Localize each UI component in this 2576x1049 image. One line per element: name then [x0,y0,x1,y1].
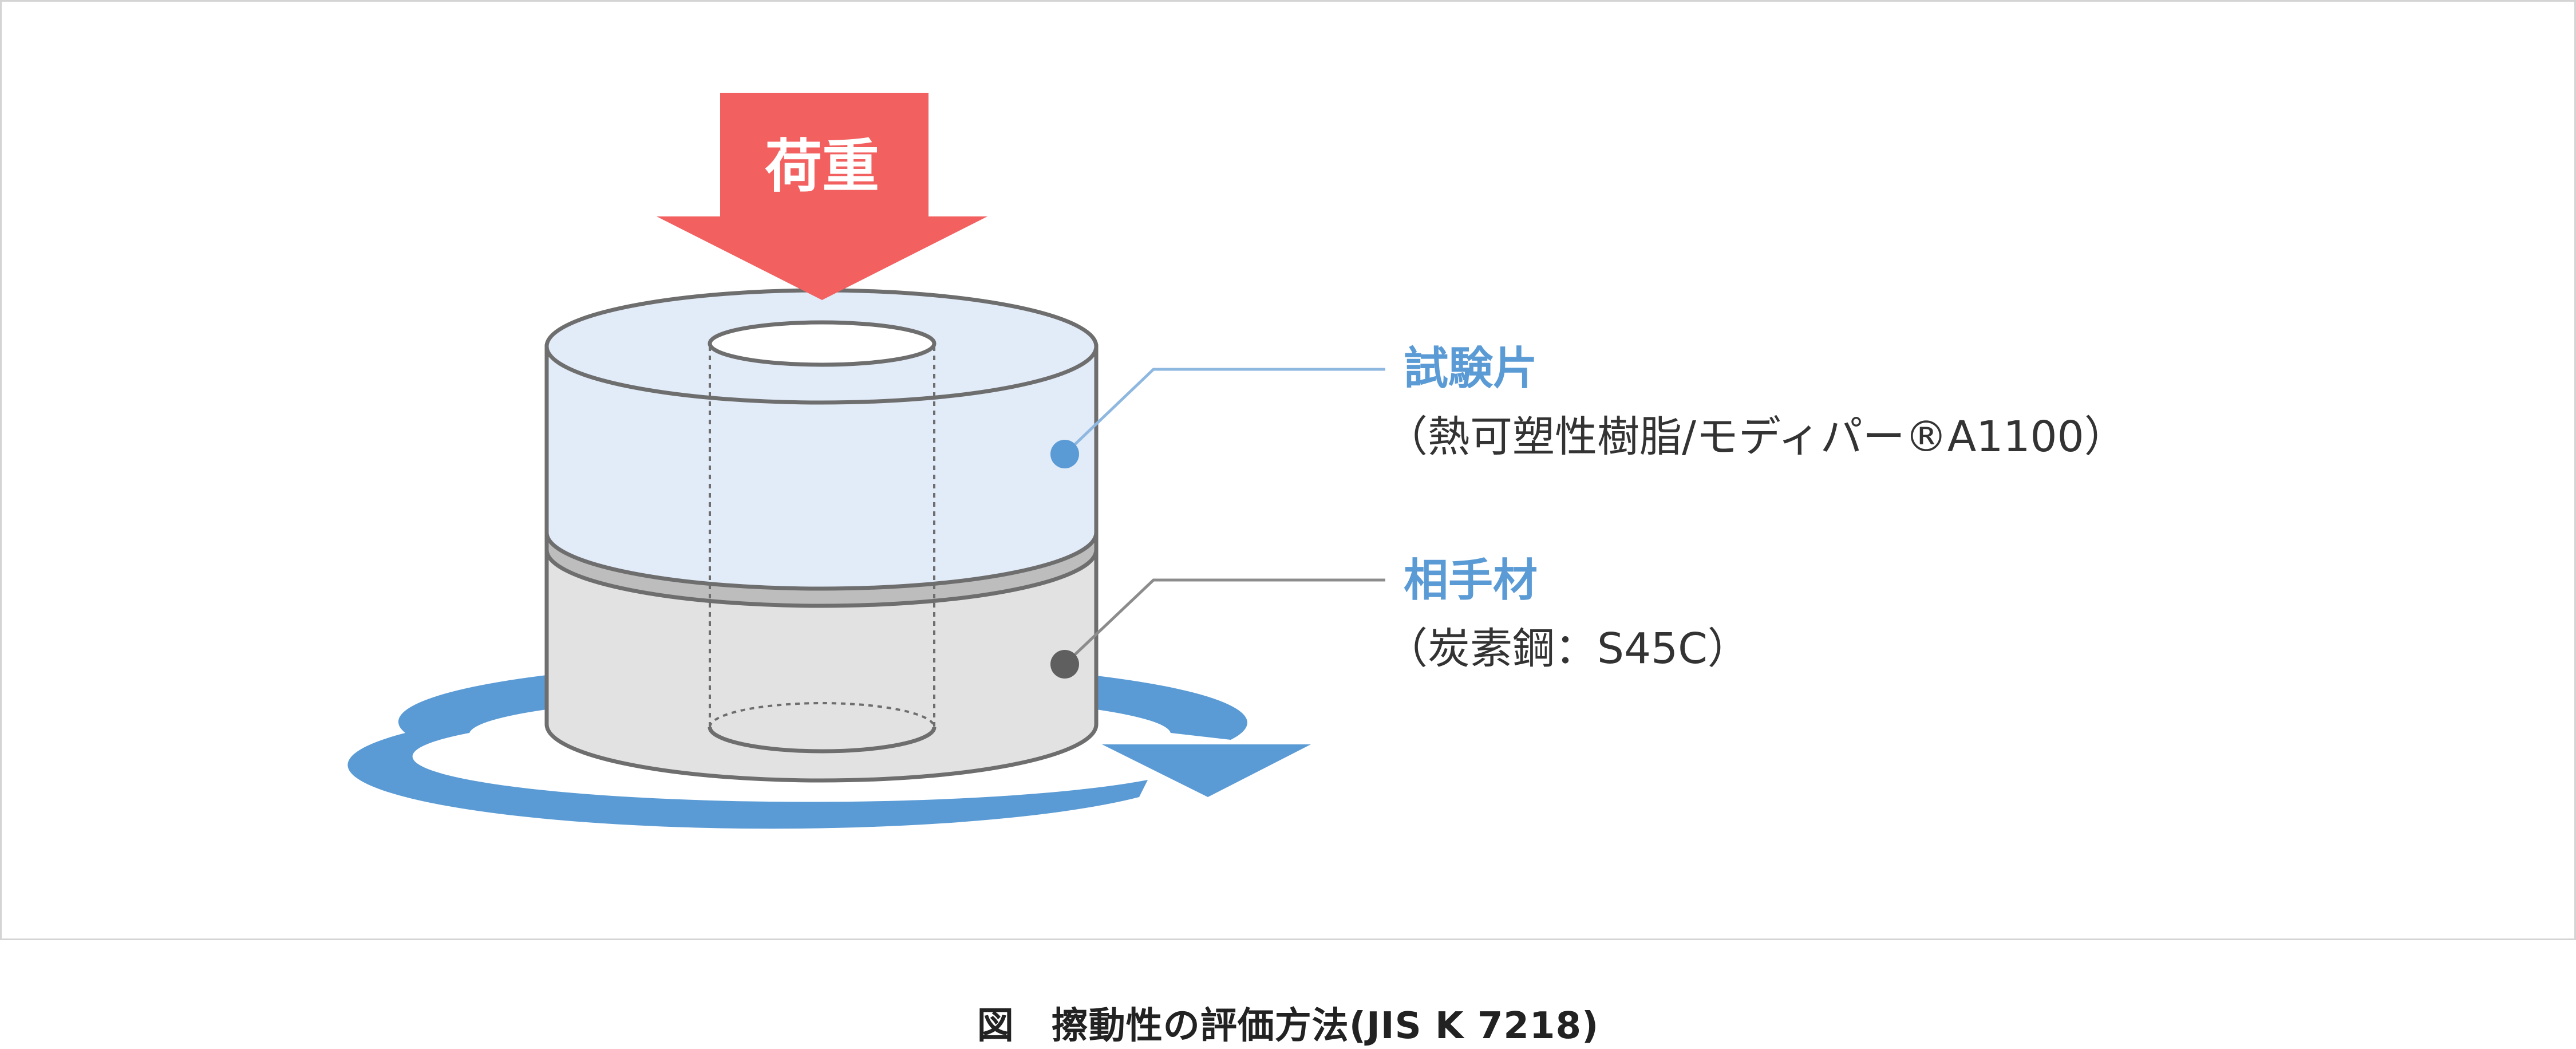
specimen-title: 試験片 [1404,343,1538,395]
inner-bore [708,320,937,754]
counterpart-title: 相手材 [1404,555,1538,606]
rotation-arrow-back [398,675,547,733]
rotation-arrow-icon [347,733,1311,829]
rotation-arrow-back-right [1096,676,1247,740]
figure-caption: 図 擦動性の評価方法(JIS K 7218) [977,1005,1599,1047]
sliding-test-diagram: 荷重 試験片 （熱可塑性樹脂/モディパー®A1100） 相手材 （炭素鋼：S45… [347,93,2127,829]
load-label: 荷重 [765,133,879,200]
load-arrow-icon [657,93,987,300]
counterpart-detail: （炭素鋼：S45C） [1385,624,1750,673]
specimen-leader [1050,368,1385,468]
specimen-detail: （熱可塑性樹脂/モディパー®A1100） [1385,412,2127,462]
counterpart-leader [1050,578,1385,679]
